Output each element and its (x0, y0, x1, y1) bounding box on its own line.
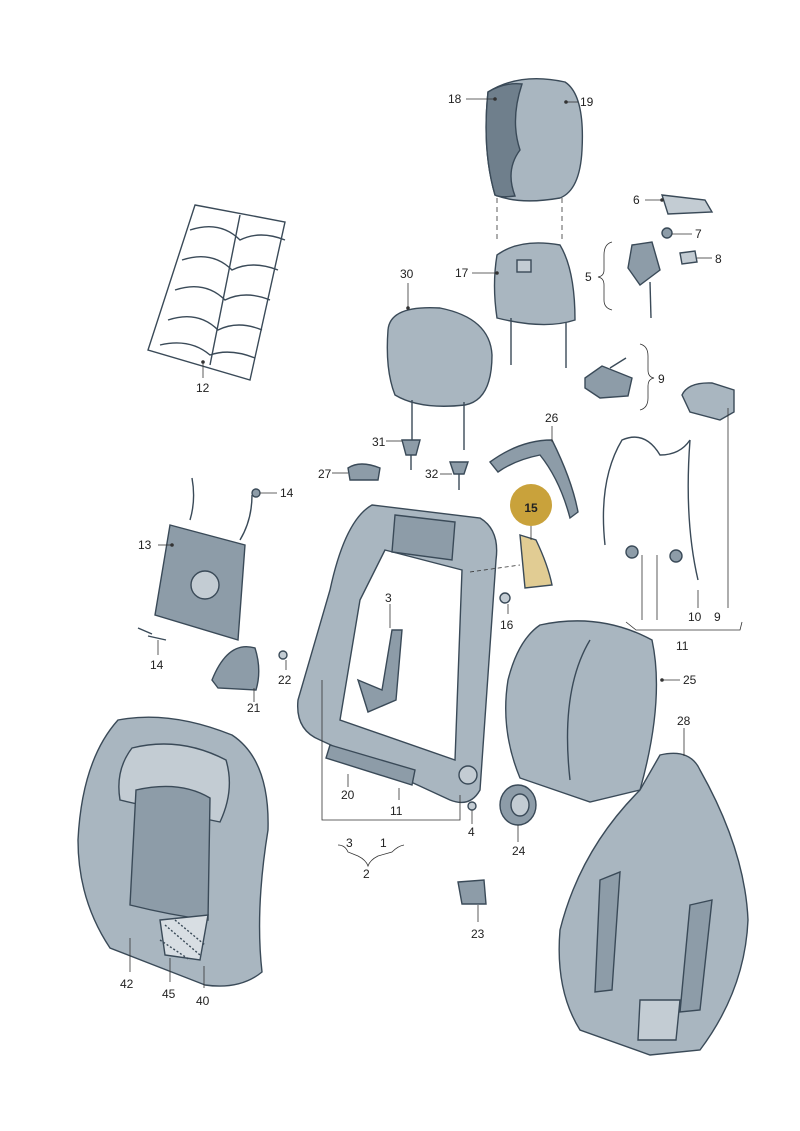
label-25: 25 (683, 673, 697, 687)
label-42: 42 (120, 977, 134, 991)
label-28: 28 (677, 714, 691, 728)
cross-bar-part (488, 439, 579, 520)
cable-parts (602, 436, 699, 581)
label-13: 13 (138, 538, 152, 552)
label-11b: 11 (676, 639, 689, 653)
highlight-badge-label: 15 (524, 501, 538, 515)
label-1: 1 (380, 836, 387, 850)
label-8: 8 (715, 252, 722, 266)
label-27: 27 (318, 467, 332, 481)
label-22: 22 (278, 673, 292, 687)
headrest-cover-part (485, 78, 584, 240)
label-40: 40 (196, 994, 210, 1008)
backrest-frame-part (296, 504, 498, 804)
label-4: 4 (468, 825, 475, 839)
label-19: 19 (580, 95, 594, 109)
label-20: 20 (341, 788, 355, 802)
label-24: 24 (512, 844, 526, 858)
label-3b: 3 (346, 836, 353, 850)
label-5: 5 (585, 270, 592, 284)
label-7: 7 (695, 227, 702, 241)
headrest-frame-part (493, 242, 576, 368)
label-11a: 11 (390, 804, 403, 818)
backrest-cover-part (77, 716, 269, 987)
label-2: 2 (363, 867, 370, 881)
headrest-part (386, 306, 493, 450)
label-31: 31 (372, 435, 386, 449)
label-30: 30 (400, 267, 414, 281)
spring-mat-part (147, 204, 286, 381)
label-10: 10 (688, 610, 702, 624)
release-handle-parts (627, 194, 714, 319)
label-23: 23 (471, 927, 485, 941)
label-18: 18 (448, 92, 462, 106)
rear-panel-part (505, 620, 658, 803)
guide-sleeve-parts (347, 439, 469, 490)
highlighted-bracket-part (469, 534, 553, 589)
adjuster-unit-parts (584, 357, 735, 421)
label-12: 12 (196, 381, 210, 395)
clip-part (457, 879, 487, 905)
label-45: 45 (162, 987, 176, 1001)
label-6: 6 (633, 193, 640, 207)
highlight-badge[interactable] (510, 484, 552, 526)
label-9a: 9 (658, 372, 665, 386)
lumbar-support-part (154, 477, 253, 641)
adjusting-knob-part (499, 784, 537, 826)
label-3a: 3 (385, 591, 392, 605)
label-26: 26 (545, 411, 559, 425)
label-14a: 14 (280, 486, 294, 500)
label-32: 32 (425, 467, 439, 481)
label-17: 17 (455, 266, 469, 280)
backrest-shell-part (558, 752, 749, 1056)
label-9b: 9 (714, 610, 721, 624)
label-14b: 14 (150, 658, 164, 672)
cover-cap-part (211, 646, 288, 691)
label-16: 16 (500, 618, 514, 632)
label-21: 21 (247, 701, 261, 715)
